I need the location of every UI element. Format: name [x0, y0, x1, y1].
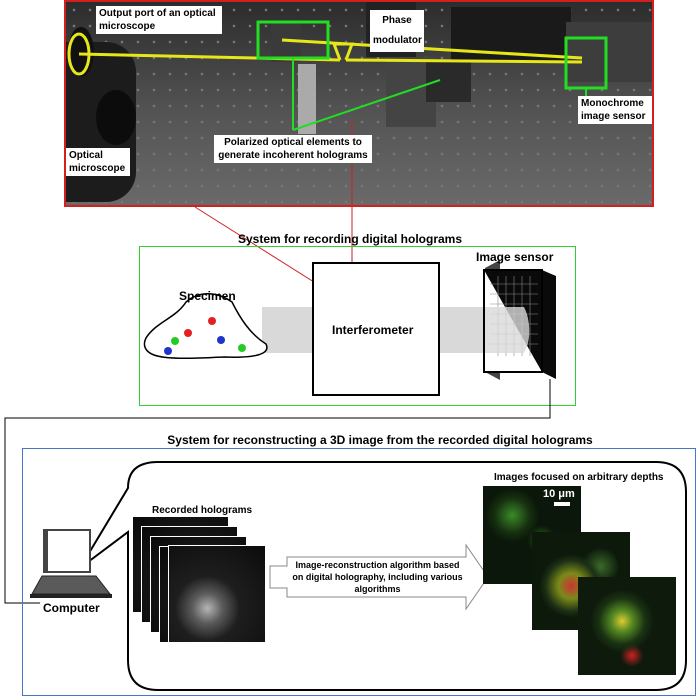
scale-label: 10 μm: [543, 487, 575, 502]
computer-keyboard: [32, 576, 110, 594]
hologram-frame: [168, 545, 266, 643]
computer-base: [30, 594, 112, 598]
focused-images-label: Images focused on arbitrary depths: [494, 470, 664, 485]
computer-label: Computer: [43, 601, 100, 616]
computer-screen: [44, 530, 90, 572]
focused-image: [578, 577, 676, 675]
scale-bar: [554, 502, 570, 506]
algorithm-label: Image-reconstruction algorithm based on …: [290, 559, 465, 595]
computer-screen-bezel: [44, 530, 48, 572]
recorded-holograms-label: Recorded holograms: [152, 503, 252, 518]
